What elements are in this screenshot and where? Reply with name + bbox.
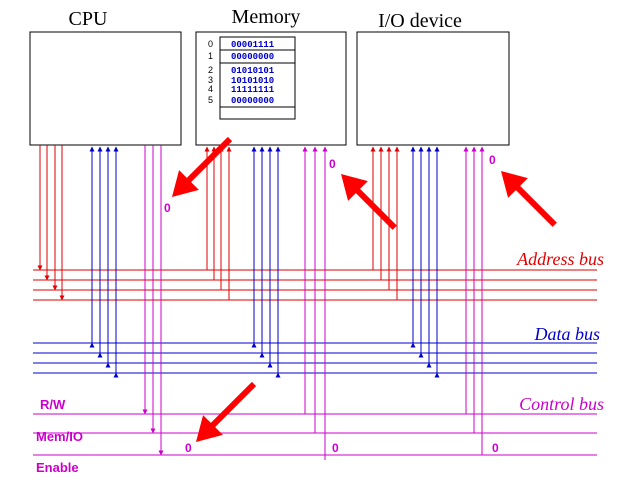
io-device-box <box>356 31 510 146</box>
memory-address-0: 0 <box>208 39 213 49</box>
pointer-arrow-memory <box>172 136 233 197</box>
control-line-memio-label: Mem/IO <box>36 429 83 444</box>
memory-table: 0 00001111 1 00000000 2 01010101 3 10101010 4 111… <box>208 36 296 120</box>
zero-label-io: 0 <box>329 157 336 171</box>
data-bus-label: Data bus <box>533 324 600 344</box>
memory-value-5: 00000000 <box>231 96 274 106</box>
cpu-title: CPU <box>69 8 108 30</box>
zero-label-memory: 0 <box>164 201 171 215</box>
pointer-arrow-io <box>341 174 397 230</box>
memory-address-1: 1 <box>208 51 213 61</box>
memory-value-2: 01010101 <box>231 66 275 76</box>
memory-address-5: 5 <box>208 95 213 105</box>
zero-label-enable-mid: 0 <box>332 441 339 455</box>
memory-address-4: 4 <box>208 84 213 94</box>
memory-address-3: 3 <box>208 75 213 85</box>
pointer-arrow-mem-io-line <box>196 381 257 442</box>
memory-value-4: 11111111 <box>231 85 275 95</box>
control-bus-label: Control bus <box>519 394 604 414</box>
memory-title: Memory <box>232 6 301 28</box>
cpu-box <box>29 31 182 146</box>
memory-address-2: 2 <box>208 65 213 75</box>
memory-value-0: 00001111 <box>231 40 275 50</box>
address-bus-label: Address bus <box>516 249 604 269</box>
pointer-arrow-io-side <box>501 171 557 227</box>
control-bus <box>33 145 597 460</box>
zero-label-enable-right: 0 <box>492 441 499 455</box>
control-line-enable-label: Enable <box>36 460 79 475</box>
zero-label-io-side: 0 <box>489 153 496 167</box>
control-line-rw-label: R/W <box>40 397 66 412</box>
io-device-title: I/O device <box>378 10 462 32</box>
memory-value-3: 10101010 <box>231 76 274 86</box>
zero-label-mem-io-line: 0 <box>185 441 192 455</box>
memory-value-1: 00000000 <box>231 52 274 62</box>
